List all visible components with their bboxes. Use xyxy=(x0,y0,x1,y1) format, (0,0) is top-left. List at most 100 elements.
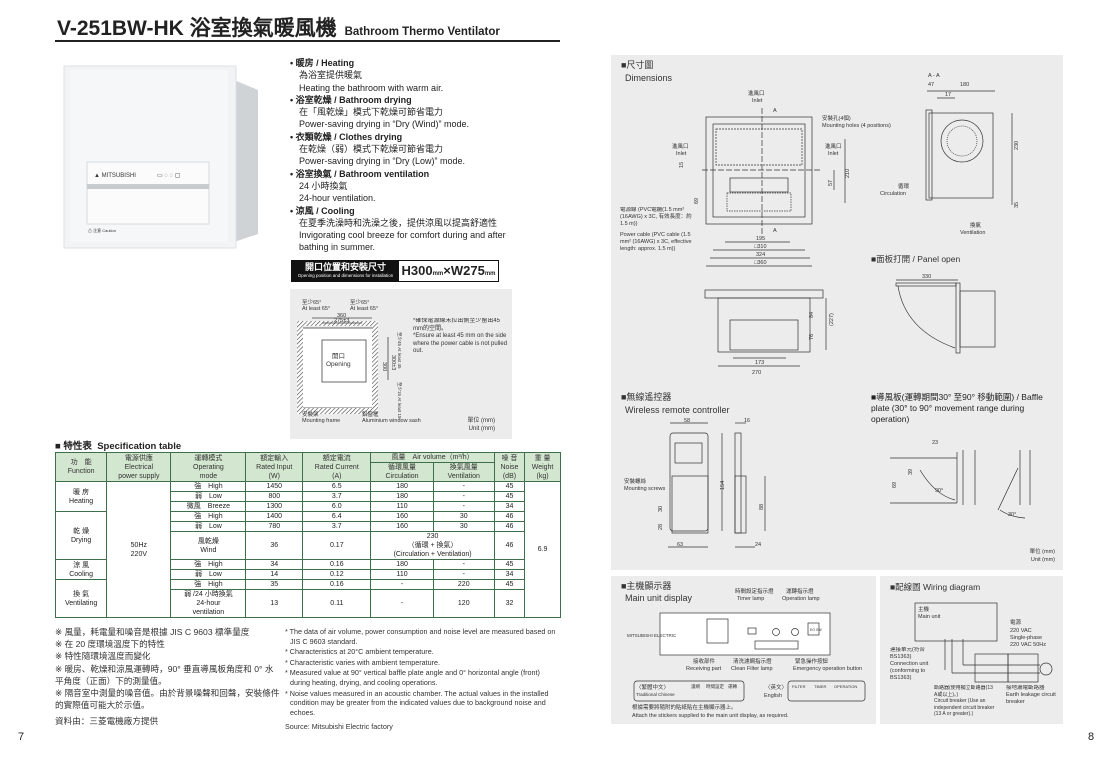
table-cell: 46 xyxy=(493,511,526,522)
svg-text:⚠ 注意 Caution: ⚠ 注意 Caution xyxy=(88,227,116,233)
table-cell: 暖 房 Heating xyxy=(54,481,108,512)
table-cell: 120 xyxy=(432,589,495,618)
table-cell: 800 xyxy=(245,491,304,502)
header-cell: 噪 音 Noise (dB) xyxy=(493,452,526,482)
table-cell: 780 xyxy=(245,521,304,532)
table-cell: 180 xyxy=(370,481,434,492)
table-cell: 弱 Low xyxy=(170,521,247,532)
note-cn: ※ 隔音室中測量的噪音值。由於背景噪聲和回聲，安裝條件的實際值可能大於示值。 xyxy=(55,688,280,711)
table-cell: 6.9 xyxy=(524,481,561,618)
unit: mm xyxy=(484,271,496,277)
table-cell: 230 （循環 + 換氣） (Circulation + Ventilation… xyxy=(370,531,495,560)
feature-title: • 暖房 / Heating xyxy=(290,58,355,68)
table-cell: 0.12 xyxy=(302,569,372,580)
table-cell: 45 xyxy=(493,481,526,492)
table-cell: 34 xyxy=(493,501,526,512)
table-cell: 6.4 xyxy=(302,511,372,522)
feature-cn: 為浴室提供暖氣 xyxy=(299,70,363,81)
note-en: Source: Mitsubishi Electric factory xyxy=(285,722,393,732)
table-cell: 160 xyxy=(370,511,434,522)
feature-en: 24-hour ventilation. xyxy=(299,193,376,204)
spec-table-title: ■ 特性表 Specification table xyxy=(55,441,182,452)
feature-cn: 在乾燥（弱）模式下乾燥可節省電力 xyxy=(299,144,444,155)
product-photo: ▲ MITSUBISHI ▭ ◌ ◌ ▢ ⚠ 注意 Caution xyxy=(63,65,258,249)
table-cell: 0.16 xyxy=(302,579,372,590)
opening-diagram-panel xyxy=(290,289,512,439)
feature-en: Power-saving drying in “Dry (Wind)” mode… xyxy=(299,119,470,130)
table-cell: 強 High xyxy=(170,579,247,590)
spec-title-cn: 特性表 xyxy=(63,441,92,452)
table-cell: 36 xyxy=(245,531,304,560)
table-cell: 強 High xyxy=(170,559,247,570)
notes-chinese: ※ 風量，耗電量和噪音是根據 JIS C 9603 標準量度※ 在 20 度環境… xyxy=(55,626,280,728)
table-cell: - xyxy=(432,569,495,580)
table-cell: - xyxy=(370,589,434,618)
table-cell: 160 xyxy=(370,521,434,532)
feature-cn: 24 小時換氣 xyxy=(299,180,348,191)
table-cell: 強 High xyxy=(170,481,247,492)
feature-title: • 衣類乾燥 / Clothes drying xyxy=(290,131,403,142)
unit: mm xyxy=(432,271,444,277)
table-cell: - xyxy=(370,579,434,590)
table-cell: 弱 Low xyxy=(170,569,247,580)
header-cell: 額定輸入 Rated Input (W) xyxy=(245,452,304,482)
note-cn: ※ 特性隨環境溫度而變化 xyxy=(55,651,151,662)
feature-cn: 在「風乾燥」模式下乾燥可節省電力 xyxy=(299,107,444,118)
note-en: * Measured value at 90° vertical baffle … xyxy=(285,668,540,687)
table-cell: 強 High xyxy=(170,511,247,522)
table-cell: - xyxy=(432,481,495,492)
feature-cn: 在夏季洗澡時和洗澡之後，提供涼風以提高舒適性 xyxy=(299,217,498,228)
table-cell: 弱 /24 小時換氣 24-hour ventilation xyxy=(170,589,247,618)
table-cell: 110 xyxy=(370,569,434,580)
table-cell: 0.11 xyxy=(302,589,372,618)
table-cell: 220 xyxy=(432,579,495,590)
header-cell: 運轉模式 Operating mode xyxy=(170,452,247,482)
note-cn: ※ 暖房、乾燥和涼風運轉時，90° 垂直導風板角度和 0° 水平角度（正面）下的… xyxy=(55,663,274,686)
feature-title: • 浴室乾燥 / Bathroom drying xyxy=(290,94,412,105)
table-cell: 34 xyxy=(245,559,304,570)
table-cell: 1300 xyxy=(245,501,304,512)
table-cell: 30 xyxy=(432,511,495,522)
table-cell: 乾 燥 Drying xyxy=(54,511,108,560)
page-number-right: 8 xyxy=(1088,731,1095,743)
table-cell: - xyxy=(432,491,495,502)
feature-en: Invigorating cool breeze for comfort dur… xyxy=(299,230,506,253)
table-cell: 換 氣 Ventilating xyxy=(54,579,108,618)
feature-title: • 浴室換氣 / Bathroom ventilation xyxy=(290,168,430,179)
feature-en: Heating the bathroom with warm air. xyxy=(299,82,444,93)
table-cell: - xyxy=(432,501,495,512)
table-cell: 180 xyxy=(370,491,434,502)
dimensions-panel xyxy=(611,55,1063,570)
table-cell: 6.0 xyxy=(302,501,372,512)
table-cell: 32 xyxy=(493,589,526,618)
svg-text:▭ ◌ ◌ ▢: ▭ ◌ ◌ ▢ xyxy=(157,173,181,179)
note-cn: ※ 在 20 度環境溫度下的特性 xyxy=(55,639,165,650)
table-cell: 風乾燥 Wind xyxy=(170,531,247,560)
table-cell: - xyxy=(432,559,495,570)
subheader-cell: 換氣風量 Ventilation xyxy=(432,462,495,482)
subheader-cell: 循環風量 Circulation xyxy=(370,462,434,482)
feature-en: Power-saving drying in “Dry (Low)” mode. xyxy=(299,156,466,167)
table-cell: 34 xyxy=(493,569,526,580)
model-title: V-251BW-HK 浴室換氣暖風機 xyxy=(57,17,337,40)
note-en: * Characteristics at 20°C ambient temper… xyxy=(285,647,434,657)
table-cell: 45 xyxy=(493,579,526,590)
table-cell: 13 xyxy=(245,589,304,618)
feature-title: • 涼風 / Cooling xyxy=(290,205,355,216)
table-cell: 180 xyxy=(370,559,434,570)
notes-english: * The data of air volume, power consumpt… xyxy=(285,626,560,732)
svg-text:▲ MITSUBISHI: ▲ MITSUBISHI xyxy=(94,173,136,179)
main-unit-display-panel xyxy=(611,576,876,724)
note-en: * The data of air volume, power consumpt… xyxy=(285,627,556,646)
header-cell: 風量 Air volume（m³/h） xyxy=(370,452,495,463)
install-label-en: Opening position and dimensions for inst… xyxy=(297,273,394,278)
